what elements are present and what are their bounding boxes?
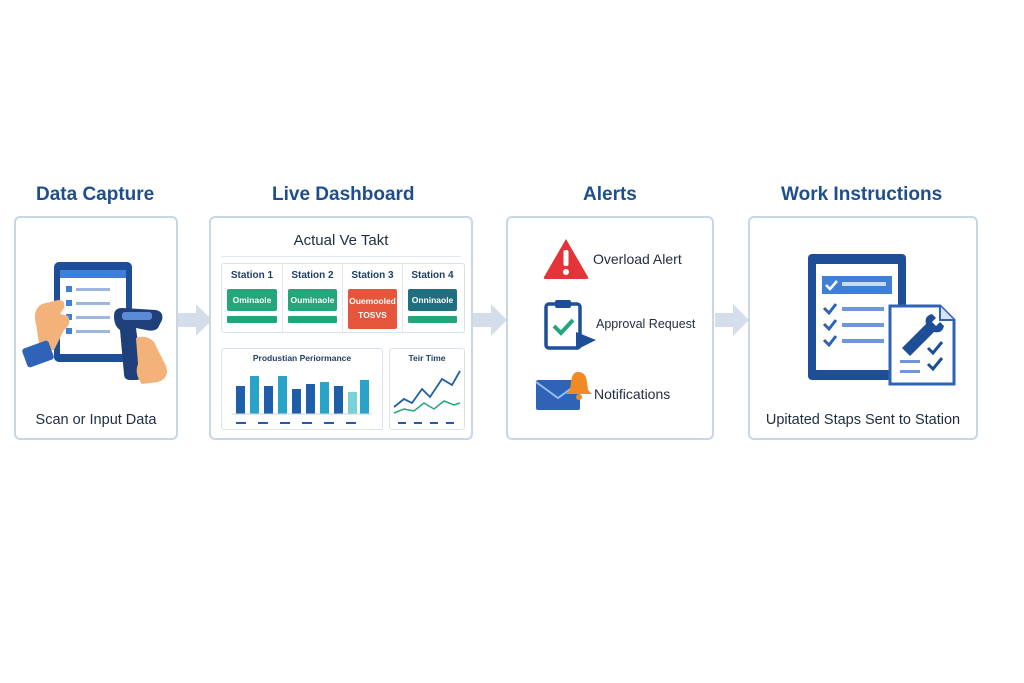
station-name: Station 2 [291, 270, 334, 281]
live-dashboard-card: Actual Ve Takt Station 1 Ominaole Statio… [209, 216, 473, 440]
instructions-document-icon [808, 254, 956, 386]
step-title-alerts: Alerts [583, 184, 637, 205]
station-name: Station 1 [230, 270, 274, 281]
time-panel-title: Teir Time [408, 353, 446, 363]
data-capture-caption: Scan or Input Data [35, 412, 157, 428]
flow-arrow-1 [178, 304, 212, 336]
station-3[interactable]: Station 3 Ouemooled TOSVS [342, 264, 402, 332]
station-2[interactable]: Station 2 Ouminaole [282, 264, 342, 332]
flow-arrow-3 [715, 304, 749, 336]
dashboard-title: Actual Ve Takt [293, 232, 389, 249]
data-capture-card: Scan or Input Data [14, 216, 178, 440]
alerts-card: Overload Alert Approval Request Notifica… [506, 216, 714, 440]
station-status-bar [408, 316, 457, 323]
flow-arrow-2 [473, 304, 507, 336]
alert-label-notifications[interactable]: Notifications [594, 386, 671, 402]
time-line-chart [393, 370, 461, 424]
dashboard-divider [221, 256, 461, 257]
alert-label-overload[interactable]: Overload Alert [593, 251, 682, 267]
time-panel: Teir Time [389, 348, 465, 430]
work-instructions-caption: Upitated Staps Sent to Station [765, 412, 961, 428]
warning-triangle-icon [543, 239, 589, 279]
station-status-badge: Ouemooled TOSVS [348, 289, 397, 329]
production-performance-panel: Produstian Periormance [221, 348, 383, 430]
step-title-live-dashboard: Live Dashboard [272, 184, 415, 205]
work-instructions-card: Upitated Staps Sent to Station [748, 216, 978, 440]
station-status-badge: Ominaole [227, 289, 277, 311]
station-status-panel: Station 1 Ominaole Station 2 Ouminaole S… [221, 263, 465, 333]
tablet-scanner-icon [22, 262, 167, 384]
station-1[interactable]: Station 1 Ominaole [222, 264, 282, 332]
station-status-line-2: TOSVS [358, 310, 387, 320]
alert-label-approval[interactable]: Approval Request [596, 317, 696, 331]
station-status-badge: Onninaole [408, 289, 457, 311]
production-panel-title: Produstian Periormance [252, 353, 352, 363]
clipboard-check-icon [544, 300, 596, 350]
station-name: Station 4 [411, 270, 454, 281]
station-status-badge: Ouminaole [288, 289, 337, 311]
station-status-bar [288, 316, 337, 323]
envelope-bell-icon [535, 372, 592, 410]
production-bar-chart [232, 376, 372, 424]
step-title-work-instructions: Work Instructions [781, 184, 943, 205]
station-status-bar [227, 316, 277, 323]
step-title-data-capture: Data Capture [36, 184, 155, 205]
station-name: Station 3 [351, 270, 394, 281]
station-status-line-1: Ouemooled [349, 296, 396, 306]
station-4[interactable]: Station 4 Onninaole [402, 264, 462, 332]
